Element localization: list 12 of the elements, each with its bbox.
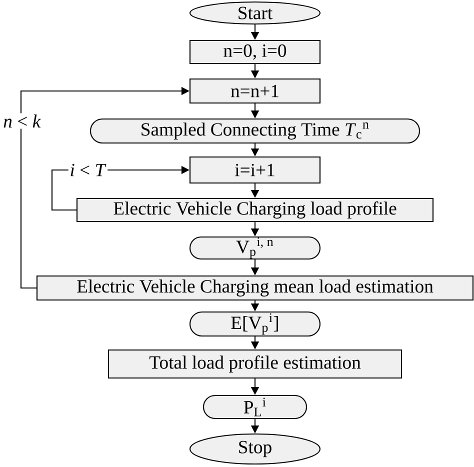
data-box: E[V$_{p}$$^{i}$] (189, 311, 321, 337)
process-box: n=n+1 (189, 78, 321, 104)
data-box: Sampled Connecting Time T$_{c}$n (90, 118, 420, 144)
data-box: V$_{p}$i, n (189, 236, 321, 260)
process-box: Total load profile estimation (108, 349, 402, 379)
process-box: Electric Vehicle Charging mean load estimation (36, 275, 474, 301)
process-box: Electric Vehicle Charging load profile (76, 198, 434, 222)
process-box: i=i+1 (189, 156, 321, 184)
process-box: n=0, i=0 (189, 40, 321, 64)
data-box: P$_{L}$i (202, 394, 308, 420)
edge-label: i < T (68, 162, 108, 178)
edge-label: n < k (2, 113, 42, 129)
